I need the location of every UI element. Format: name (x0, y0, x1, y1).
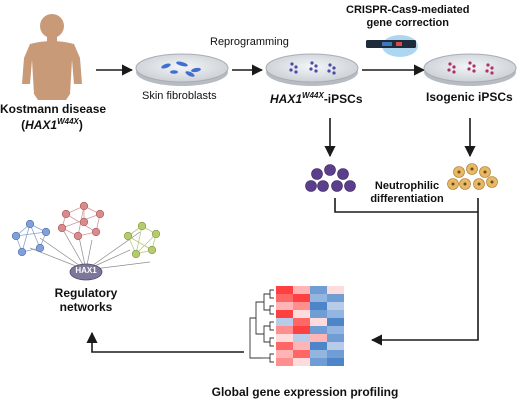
heatmap-cell (293, 294, 310, 302)
petri-dish-isogenic-ipscs (423, 53, 517, 86)
heatmap-cell (327, 334, 344, 342)
disease-gene: HAX1 (25, 117, 58, 132)
heatmap-cell (310, 286, 327, 294)
heatmap-cell (276, 334, 293, 342)
disease-label-line2: (HAX1W44X) (0, 117, 104, 133)
heatmap-cell (327, 286, 344, 294)
heatmap-cell (310, 302, 327, 310)
heatmap-cell (327, 326, 344, 334)
disease-open-paren: ( (21, 117, 26, 132)
ipsc-suffix: -iPSCs (323, 92, 363, 106)
heatmap-cell (310, 326, 327, 334)
mutant-ipscs-label: HAX1W44X-iPSCs (270, 91, 363, 107)
network-graph-icon (11, 201, 161, 281)
heatmap-cell (327, 318, 344, 326)
heatmap-cell (276, 302, 293, 310)
heatmap-cell (310, 350, 327, 358)
petri-dish-fibroblasts (135, 53, 229, 86)
heatmap-cell (310, 318, 327, 326)
disease-close-paren: ) (78, 117, 83, 132)
heatmap-cell (276, 318, 293, 326)
heatmap-cell (310, 342, 327, 350)
heatmap-cell (276, 294, 293, 302)
regulatory-label-line2: networks (59, 299, 113, 314)
neutrophil-nuclei (451, 167, 494, 186)
regulatory-networks-label: Regulatory networks (44, 286, 128, 315)
arrow-merge-to-profiling (334, 198, 479, 340)
heatmap-cell (327, 294, 344, 302)
arrow-to-networks (86, 331, 244, 353)
heatmap-cell (327, 358, 344, 366)
heatmap-cell (310, 358, 327, 366)
neutro-label-line2: differentiation (370, 192, 444, 205)
heatmap-cell (293, 302, 310, 310)
heatmap-cell (276, 350, 293, 358)
heatmap-cell (293, 326, 310, 334)
heatmap-cell (293, 334, 310, 342)
heatmap-cell (327, 342, 344, 350)
expression-heatmap (276, 286, 344, 366)
heatmap-cell (310, 294, 327, 302)
dendrogram-icon (249, 289, 274, 363)
skin-fibroblasts-label: Skin fibroblasts (142, 90, 217, 102)
regulatory-label-line1: Regulatory (54, 286, 118, 300)
heatmap-cell (293, 358, 310, 366)
reprogramming-label: Reprogramming (210, 36, 289, 48)
crispr-device-icon (366, 35, 418, 57)
neutrophil-cluster-isogenic (447, 163, 498, 190)
isogenic-ipscs-label: Isogenic iPSCs (426, 90, 513, 104)
disease-variant: W44X (57, 116, 79, 126)
disease-label: Kostmann disease (HAX1W44X) (0, 102, 107, 133)
neutrophil-cluster-mutant (305, 164, 356, 192)
heatmap-cell (276, 326, 293, 334)
heatmap-cell (276, 310, 293, 318)
hax1-node-label: HAX1 (75, 266, 97, 275)
heatmap-cell (293, 286, 310, 294)
neutro-label-line1: Neutrophilic (374, 180, 440, 192)
process-arrows (86, 64, 479, 353)
petri-dish-mutant-ipscs (265, 53, 359, 86)
crispr-label-line1: CRISPR-Cas9-mediated (346, 4, 470, 16)
heatmap-cell (327, 350, 344, 358)
heatmap-cell (310, 334, 327, 342)
heatmap-cell (276, 342, 293, 350)
heatmap-cell (293, 310, 310, 318)
human-silhouette-icon (22, 14, 82, 100)
heatmap-cell (276, 286, 293, 294)
hax1-node (69, 263, 103, 281)
ipsc-gene: HAX1 (270, 92, 303, 106)
disease-label-line1: Kostmann disease (0, 102, 107, 116)
heatmap-cell (293, 350, 310, 358)
profiling-label: Global gene expression profiling (211, 385, 399, 399)
neutrophilic-differentiation-label: Neutrophilic differentiation (362, 180, 452, 205)
heatmap-cell (310, 310, 327, 318)
ipsc-variant: W44X (302, 91, 324, 100)
crispr-label: CRISPR-Cas9-mediated gene correction (346, 4, 469, 29)
heatmap-cell (293, 318, 310, 326)
heatmap-cell (293, 342, 310, 350)
heatmap-cell (327, 302, 344, 310)
heatmap-cell (276, 358, 293, 366)
crispr-label-line2: gene correction (366, 16, 449, 29)
heatmap-cell (327, 310, 344, 318)
